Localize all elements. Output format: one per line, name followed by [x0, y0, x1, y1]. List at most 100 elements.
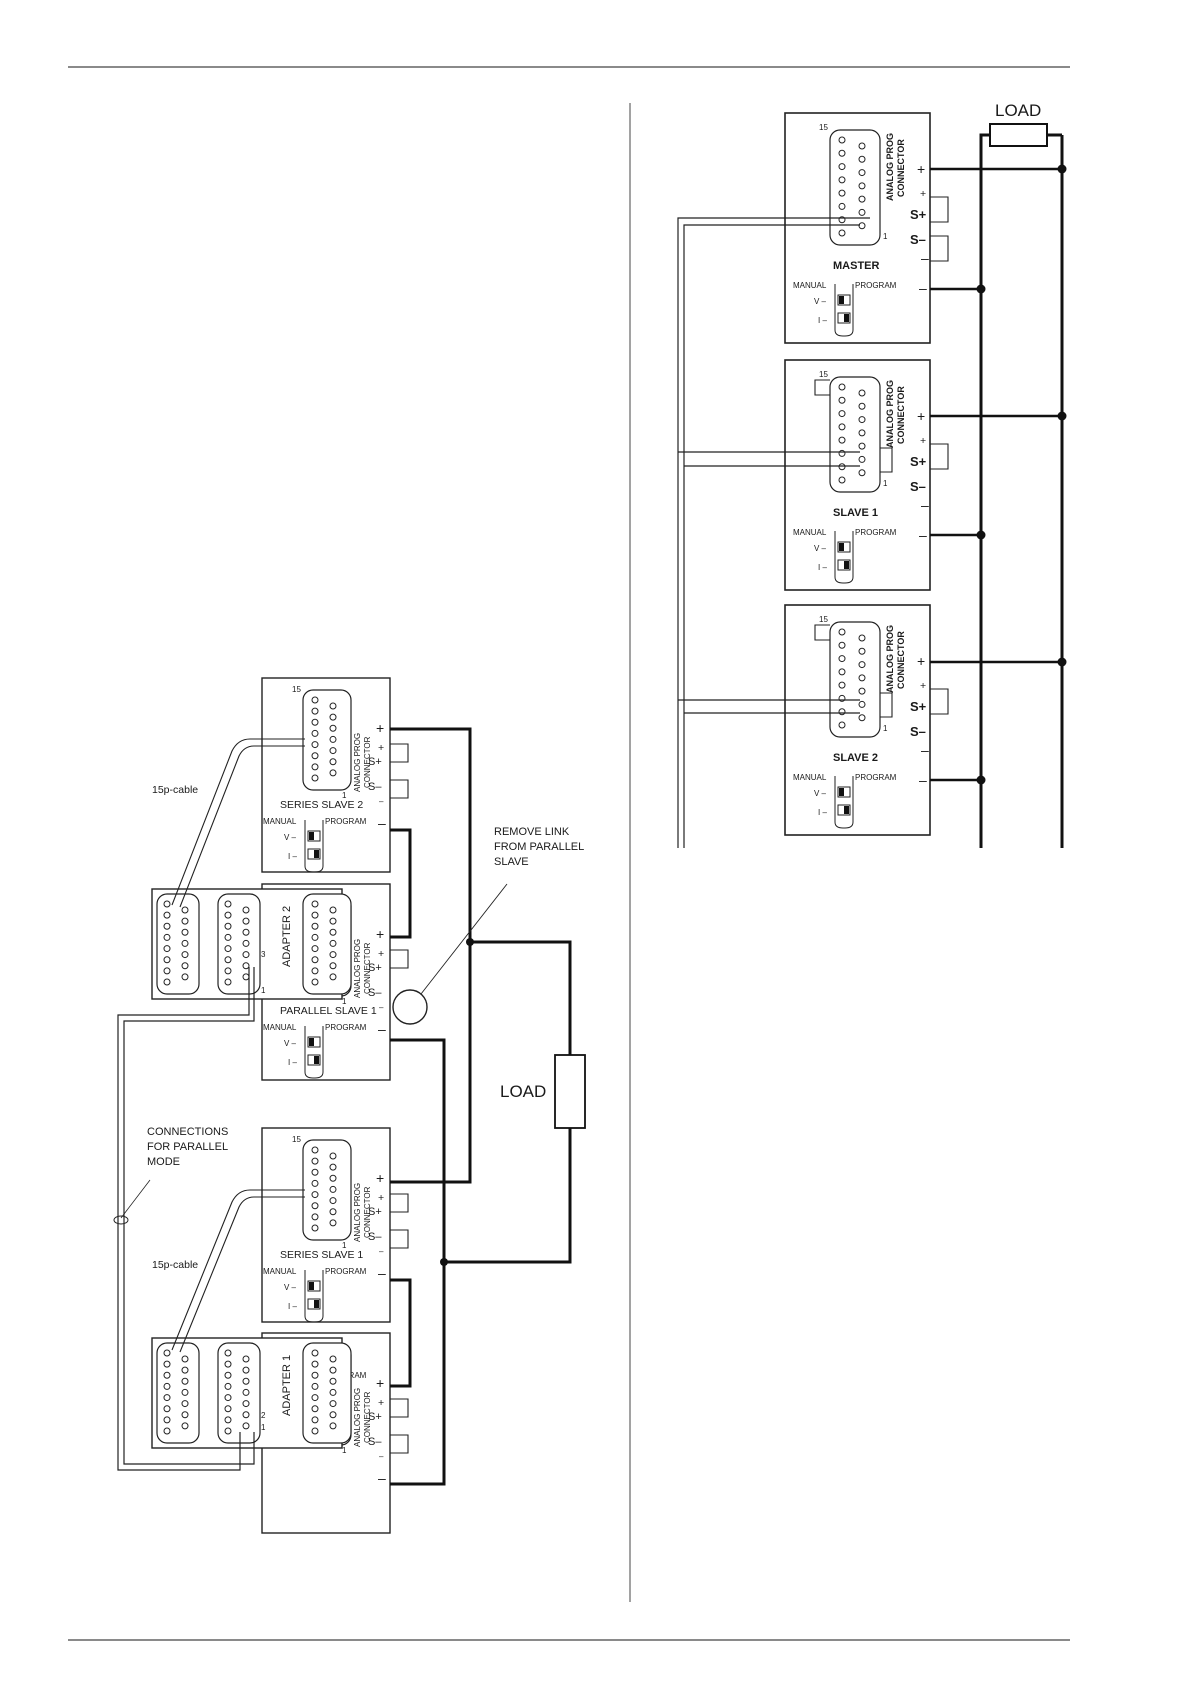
adapter-2-conn-a-pin — [181, 951, 189, 959]
unit-r-master-switch-i-knob — [844, 314, 849, 322]
unit-series-slave-1-connector-pin — [311, 1168, 319, 1176]
adapter-2-conn-a-pin — [181, 962, 189, 970]
adapter-2-conn-b-pin — [224, 900, 232, 908]
adapter-1-conn-c-pin — [329, 1422, 337, 1430]
wire-plus-bus — [390, 727, 472, 1184]
unit-series-slave-1-connector-pin — [329, 1185, 337, 1193]
unit-parallel-slave-1-conn-label-1: ANALOG PROG — [353, 939, 362, 998]
unit-r-master-connector-pin — [858, 208, 866, 216]
unit-r-master-connector-pin — [858, 222, 866, 230]
unit-master-conn-label-2: CONNECTOR — [363, 1391, 372, 1443]
unit-r-slave-2-link-plus — [930, 688, 949, 715]
adapter-2-pin1: 1 — [261, 986, 266, 995]
unit-r-slave-1-pin15: 15 — [819, 370, 828, 379]
unit-r-slave-1-program-label: PROGRAM — [855, 528, 897, 537]
adapter-2-conn-a-shell — [156, 893, 200, 995]
adapter-1-conn-a-shell — [156, 1342, 200, 1444]
unit-r-slave-2-v-label: V – — [814, 789, 827, 798]
adapter-1-conn-b-pin — [224, 1405, 232, 1413]
unit-series-slave-1-connector-pin — [311, 1213, 319, 1221]
unit-parallel-slave-1-link-plus — [390, 949, 409, 969]
unit-r-slave-1-connector-pin — [858, 402, 866, 410]
unit-r-slave-1-v-label: V – — [814, 544, 827, 553]
unit-master-link-minus — [390, 1434, 409, 1454]
unit-r-slave-2-connector-pin — [858, 661, 866, 669]
unit-series-slave-1-connector-pin — [329, 1163, 337, 1171]
adapter-2-conn-b-pin — [242, 906, 250, 914]
unit-r-slave-1-pin1: 1 — [883, 479, 888, 488]
unit-series-slave-2-connector-pin — [329, 713, 337, 721]
unit-r-master-conn-label-1: ANALOG PROG — [885, 133, 895, 201]
adapter-1-conn-b-pin — [242, 1388, 250, 1396]
unit-r-master-term-sminus: S– — [910, 232, 926, 247]
unit-r-slave-1-link-conn — [814, 379, 830, 396]
unit-r-master-switch-outline — [834, 284, 854, 337]
unit-master-pin1: 1 — [342, 1446, 347, 1455]
unit-r-slave-1-connector-pin — [858, 416, 866, 424]
unit-series-slave-2-connector-pin — [329, 758, 337, 766]
adapter-2: ADAPTER 231 — [151, 888, 352, 1000]
adapter-1-conn-c-pin — [311, 1405, 319, 1413]
unit-parallel-slave-1-pin1: 1 — [342, 997, 347, 1006]
wire-load-top — [470, 940, 572, 1055]
unit-r-master-term-splus: S+ — [910, 207, 927, 222]
adapter-1-conn-b-pin — [224, 1349, 232, 1357]
unit-parallel-slave-1-term-sense-gnd: – — [379, 1003, 384, 1012]
unit-r-slave-2-connector-pin — [838, 668, 846, 676]
unit-r-slave-2-connector-pin — [838, 721, 846, 729]
unit-r-slave-1-connector-pin — [838, 449, 846, 457]
unit-series-slave-2-term-sminus: S– — [368, 781, 382, 793]
unit-series-slave-2-pin1: 1 — [342, 791, 347, 800]
adapter-2-conn-b-pin — [224, 967, 232, 975]
unit-series-slave-2-link-plus — [390, 743, 409, 763]
unit-r-slave-1-switch-i-knob — [844, 561, 849, 569]
adapter-1-conn-c — [302, 1342, 352, 1444]
adapter-1-conn-b-pin — [242, 1411, 250, 1419]
unit-r-slave-2-connector-pin — [858, 687, 866, 695]
unit-r-slave-2-connector-pin — [858, 674, 866, 682]
adapter-2-label: ADAPTER 2 — [281, 906, 293, 967]
unit-series-slave-1-connector-pin — [311, 1191, 319, 1199]
load-label-right: LOAD — [995, 101, 1041, 120]
unit-r-slave-2-connector-pin — [838, 708, 846, 716]
cable-lower-inner — [179, 1196, 305, 1353]
unit-r-slave-2-switch-outline — [834, 776, 854, 829]
unit-series-slave-2-connector-pin — [329, 702, 337, 710]
unit-r-slave-2-conn-label-1: ANALOG PROG — [885, 625, 895, 693]
adapter-2-conn-a-pin — [163, 911, 171, 919]
unit-r-slave-2-link-pins — [880, 692, 893, 718]
adapter-2-conn-c-pin — [311, 933, 319, 941]
unit-r-slave-1-conn-label-1: ANALOG PROG — [885, 380, 895, 448]
unit-r-slave-2-connector-pin — [838, 655, 846, 663]
unit-parallel-slave-1-term-plus: + — [378, 948, 384, 960]
unit-master-term-sense-gnd: – — [379, 1452, 384, 1461]
unit-r-slave-1-connector-pin — [838, 423, 846, 431]
unit-r-slave-1-term-plus: + — [920, 435, 926, 447]
unit-series-slave-1-link-plus — [390, 1193, 409, 1213]
unit-r-slave-2-i-label: I – — [818, 808, 827, 817]
adapter-1-conn-b-pin — [224, 1360, 232, 1368]
unit-r-slave-1-link-pins — [880, 447, 893, 473]
adapter-1-conn-a-pin — [181, 1366, 189, 1374]
unit-series-slave-2-conn-label-1: ANALOG PROG — [353, 733, 362, 792]
unit-r-slave-1-connector-pin — [838, 383, 846, 391]
adapter-2-conn-a-pin — [163, 933, 171, 941]
unit-r-master-name: MASTER — [833, 260, 880, 272]
unit-r-slave-2-term-plus: + — [920, 680, 926, 692]
unit-series-slave-2-connector-pin — [311, 729, 319, 737]
unit-parallel-slave-1-term-plus-big: + — [376, 926, 384, 942]
unit-parallel-slave-1-term-minus: – — [378, 1021, 386, 1037]
unit-r-slave-1-connector — [829, 376, 881, 493]
unit-r-slave-1-connector-pin — [838, 410, 846, 418]
prog-line-inner — [683, 224, 860, 848]
unit-r-slave-1-connector-pin — [838, 476, 846, 484]
adapter-2-conn-a-pin — [163, 945, 171, 953]
adapter-1-conn-c-shell — [302, 1342, 352, 1444]
adapter-2-conn-b-pin — [242, 928, 250, 936]
parallel-note-1: CONNECTIONS — [147, 1126, 228, 1138]
unit-parallel-slave-1-manual-label: MANUAL — [263, 1023, 297, 1032]
